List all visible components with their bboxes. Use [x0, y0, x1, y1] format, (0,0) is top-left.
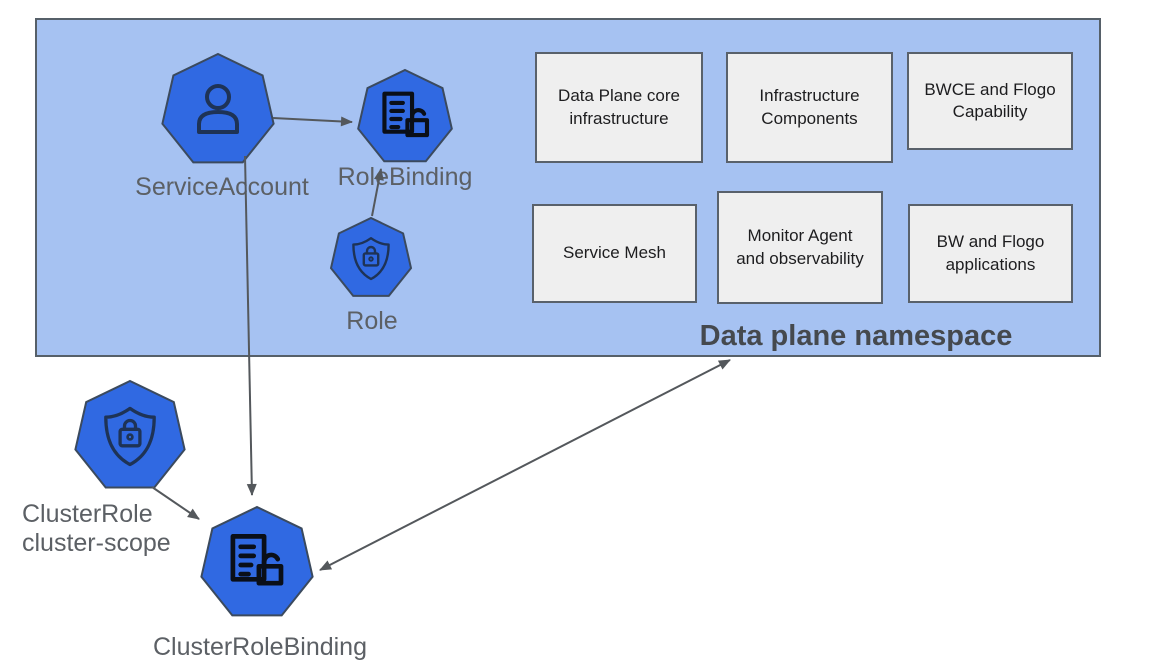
node-role	[329, 216, 413, 297]
component-monitor-agent-observability: Monitor Agent and observability	[717, 191, 883, 304]
label-cluster-role: ClusterRole cluster-scope	[22, 500, 171, 558]
label-role: Role	[346, 307, 398, 335]
component-service-mesh: Service Mesh	[532, 204, 697, 303]
shield-lock-icon	[352, 236, 390, 281]
component-data-plane-core-infrastructure: Data Plane core infrastructure	[535, 52, 703, 163]
label-cluster-role-line1: ClusterRole	[22, 500, 153, 528]
component-bwce-flogo-capability: BWCE and Flogo Capability	[907, 52, 1073, 150]
document-unlock-icon	[230, 534, 284, 586]
user-icon	[197, 84, 239, 134]
heptagon-shape	[200, 505, 314, 617]
heptagon-shape	[357, 68, 453, 163]
component-bw-flogo-applications: BW and Flogo applications	[908, 204, 1073, 303]
namespace-title: Data plane namespace	[699, 320, 1013, 352]
component-infrastructure-components: Infrastructure Components	[726, 52, 893, 163]
node-cluster-role	[74, 379, 186, 489]
label-role-binding: RoleBinding	[337, 163, 473, 191]
label-service-account: ServiceAccount	[135, 173, 309, 201]
node-cluster-role-binding	[200, 505, 314, 617]
document-unlock-icon	[382, 91, 430, 138]
node-service-account	[161, 52, 275, 164]
node-role-binding	[357, 68, 453, 163]
label-cluster-role-line2: cluster-scope	[22, 529, 171, 557]
label-cluster-role-binding: ClusterRoleBinding	[152, 633, 367, 661]
shield-lock-icon	[104, 406, 156, 467]
arrow-clusterrolebinding-namespace-bidirectional	[319, 359, 731, 571]
